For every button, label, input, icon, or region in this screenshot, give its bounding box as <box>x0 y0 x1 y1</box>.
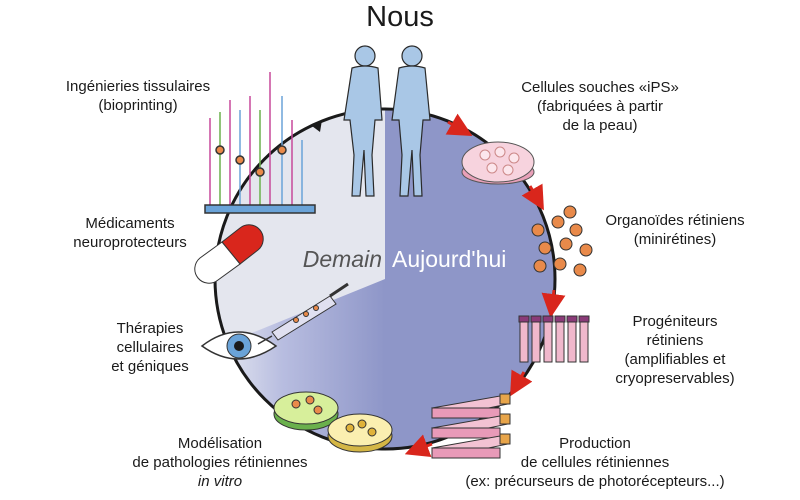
step-therapies-line-3: et géniques <box>111 358 189 375</box>
organoids-icon <box>531 205 593 277</box>
step-progenitors-label: Progéniteurs rétiniens (amplifiables et … <box>590 312 760 388</box>
step-modeling-line-1: Modélisation <box>177 435 263 452</box>
step-therapies-line-1: Thérapies <box>116 320 184 337</box>
transition-wedge <box>227 279 385 450</box>
step-ips-line-1: Cellules souches «iPS» <box>521 79 679 96</box>
step-organoids-label: Organoïdes rétiniens (minirétines) <box>585 211 765 249</box>
step-drugs-line-2: neuroprotecteurs <box>73 234 187 251</box>
step-ips-line-2: (fabriquées à partir <box>537 98 663 115</box>
arrow-top-left <box>312 120 322 132</box>
arrow-3 <box>541 289 566 318</box>
arrow-1 <box>445 113 473 136</box>
step-progenitors-line-4: cryopreservables) <box>615 370 735 387</box>
culture-flasks-icon <box>431 393 511 459</box>
step-drugs-label: Médicaments neuroprotecteurs <box>50 214 210 252</box>
step-tissue-label: Ingénieries tissulaires (bioprinting) <box>48 77 228 115</box>
human-figures-icon <box>343 45 431 197</box>
step-modeling-label: Modélisation de pathologies rétiniennes … <box>95 434 345 491</box>
step-drugs-line-1: Médicaments <box>85 215 175 232</box>
arrow-2 <box>521 183 544 211</box>
step-progenitors-line-1: Progéniteurs <box>632 313 718 330</box>
today-half <box>385 109 555 449</box>
step-production-label: Production de cellules rétiniennes (ex: … <box>430 434 760 491</box>
step-organoids-line-2: (minirétines) <box>633 231 717 248</box>
eye-icon <box>200 331 278 360</box>
syringe-icon <box>257 282 349 345</box>
title-nous: Nous <box>366 1 434 33</box>
step-tissue-line-2: (bioprinting) <box>98 97 178 114</box>
arrow-4 <box>510 369 533 397</box>
step-therapies-label: Thérapies cellulaires et géniques <box>90 319 210 376</box>
step-production-line-1: Production <box>559 435 631 452</box>
step-production-line-2: de cellules rétiniennes <box>520 454 670 471</box>
petri-dish-icon <box>461 141 535 185</box>
model-dishes-icon <box>273 391 393 453</box>
step-modeling-line-3: in vitro <box>197 473 243 490</box>
step-modeling-line-2: de pathologies rétiniennes <box>132 454 308 471</box>
label-demain: Demain <box>302 246 382 272</box>
step-production-line-3: (ex: précurseurs de photorécepteurs...) <box>465 473 725 490</box>
step-ips-line-3: de la peau) <box>562 117 638 134</box>
step-progenitors-line-3: (amplifiables et <box>624 351 726 368</box>
step-organoids-line-1: Organoïdes rétiniens <box>605 212 745 229</box>
step-therapies-line-2: cellulaires <box>116 339 184 356</box>
bioprinting-cells-icon <box>204 72 316 214</box>
cryotubes-icon <box>518 315 590 363</box>
arrow-5 <box>404 434 433 458</box>
label-aujourdhui: Aujourd'hui <box>392 246 507 272</box>
step-progenitors-line-2: rétiniens <box>646 332 704 349</box>
step-tissue-line-1: Ingénieries tissulaires <box>65 78 211 95</box>
pill-capsule-icon <box>194 224 264 284</box>
step-ips-label: Cellules souches «iPS» (fabriquées à par… <box>490 78 710 135</box>
